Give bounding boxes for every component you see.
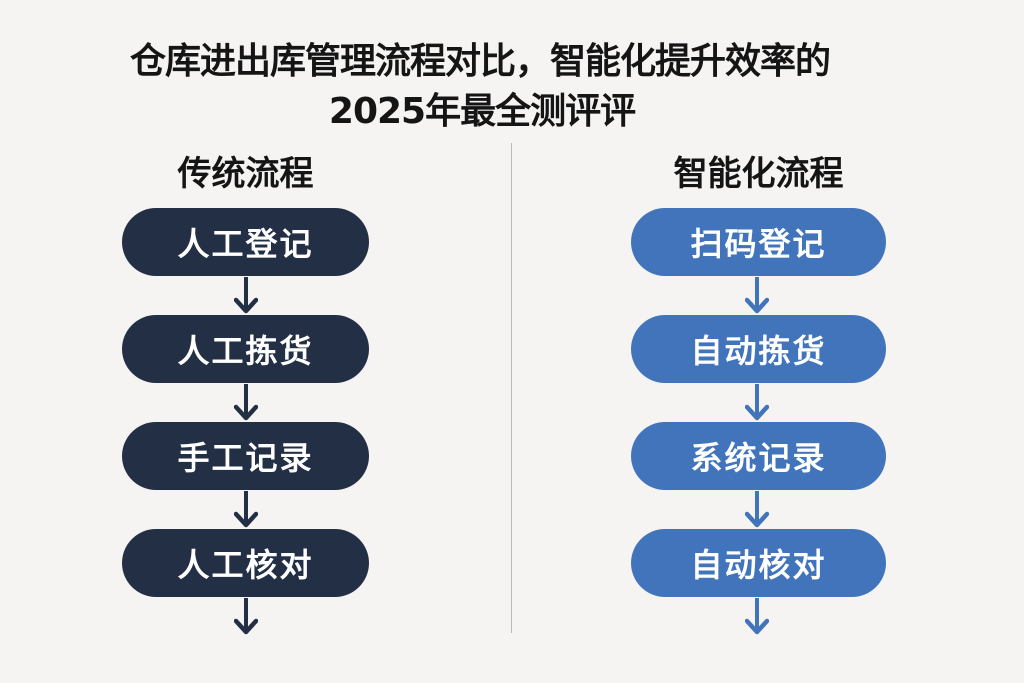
page-title-line-1: 仓库进出库管理流程对比，智能化提升效率的 [129, 41, 831, 82]
smart-step-4: 自动核对 [631, 529, 886, 597]
smart-step-1: 扫码登记 [631, 208, 886, 276]
traditional-step-3: 手工记录 [122, 422, 369, 490]
smart-step-3: 系统记录 [631, 422, 886, 490]
arrow-down-icon [745, 384, 769, 421]
step-label: 自动拣货 [690, 332, 827, 370]
arrow-down-icon [234, 491, 258, 528]
arrow-down-icon [234, 277, 258, 314]
step-label: 人工拣货 [177, 332, 314, 370]
step-label: 人工登记 [177, 225, 314, 263]
page-title-line-2: 2025年最全测评评 [328, 91, 636, 132]
step-label: 系统记录 [690, 439, 827, 477]
arrow-down-icon [745, 491, 769, 528]
traditional-step-1: 人工登记 [122, 208, 369, 276]
step-label: 手工记录 [177, 439, 314, 477]
arrow-down-icon [234, 598, 258, 635]
arrow-down-icon [234, 384, 258, 421]
step-label: 扫码登记 [690, 225, 827, 263]
traditional-step-4: 人工核对 [122, 529, 369, 597]
step-label: 自动核对 [690, 546, 827, 584]
arrow-down-icon [745, 598, 769, 635]
step-label: 人工核对 [177, 546, 314, 584]
column-divider [511, 143, 512, 633]
traditional-heading: 传统流程 [177, 154, 314, 194]
smart-heading: 智能化流程 [673, 154, 844, 194]
traditional-step-2: 人工拣货 [122, 315, 369, 383]
smart-step-2: 自动拣货 [631, 315, 886, 383]
arrow-down-icon [745, 277, 769, 314]
